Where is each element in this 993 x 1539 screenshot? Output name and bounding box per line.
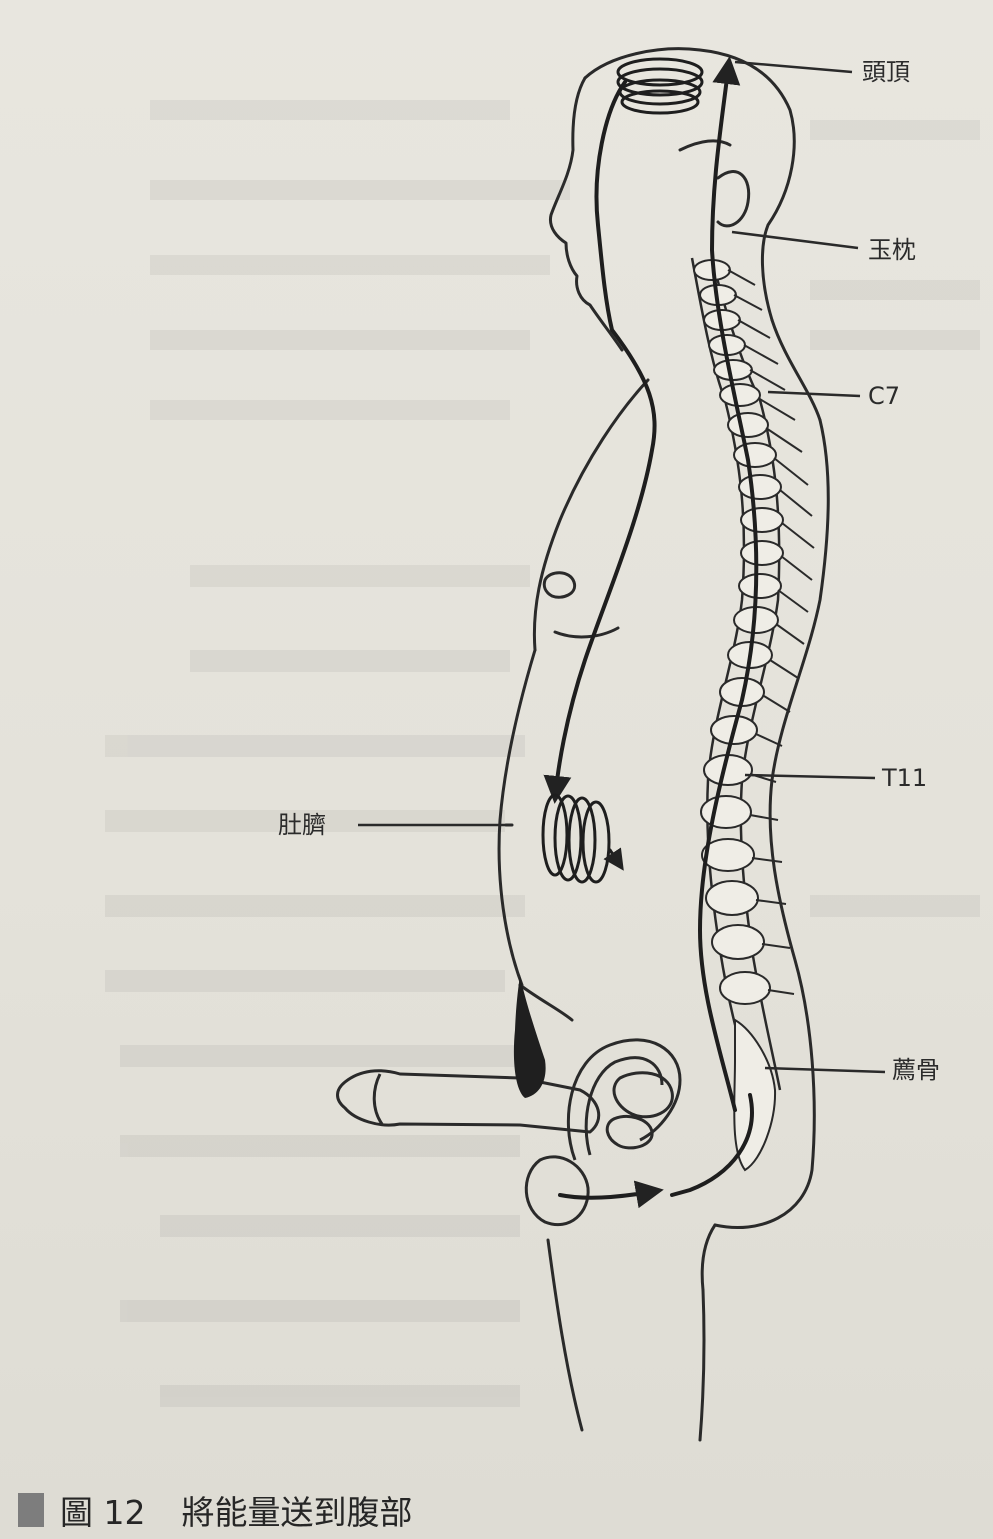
leader-t11 <box>744 773 876 780</box>
label-jade-pillow: 玉枕 <box>868 236 916 264</box>
spine <box>690 257 782 1091</box>
energy-flow-paths <box>541 56 759 1209</box>
back-leg-outline <box>698 1288 706 1442</box>
figure-caption: 圖 12 將能量送到腹部 <box>18 1488 412 1532</box>
genitals <box>336 1038 682 1227</box>
belly-outline <box>497 648 537 987</box>
nipple <box>542 571 577 599</box>
label-t11: T11 <box>882 764 928 792</box>
leader-sacrum <box>764 1066 886 1074</box>
label-crown: 頭頂 <box>862 58 910 86</box>
back-channel <box>697 56 759 1112</box>
leader-crown <box>734 60 853 74</box>
label-navel: 肚臍 <box>278 811 326 839</box>
back-outline <box>713 418 830 1230</box>
glans-line <box>372 1073 384 1125</box>
seminal-gland <box>612 1071 674 1119</box>
groin-line <box>518 983 574 1022</box>
leader-lines <box>358 60 886 1074</box>
leader-jade-pillow <box>731 230 859 250</box>
front-leg-outline <box>546 1238 584 1432</box>
testis-to-sacrum <box>558 1180 664 1209</box>
figure-title: 將能量送到腹部 <box>181 1493 413 1532</box>
front-channel <box>543 80 657 804</box>
show-through-text <box>105 100 980 1407</box>
vas-deferens <box>566 1038 682 1161</box>
testis <box>524 1155 590 1227</box>
sacral-loop <box>670 1093 754 1197</box>
shaft <box>336 1069 601 1134</box>
figure-number: 圖 12 <box>60 1493 146 1532</box>
navel-spiral <box>541 793 624 884</box>
crown-spiral <box>616 57 704 115</box>
neck-back <box>770 318 822 422</box>
vas-inner <box>584 1056 664 1156</box>
ear <box>716 170 751 228</box>
chest-fold <box>553 626 620 639</box>
chest-outline <box>532 378 650 652</box>
brow-line <box>678 139 732 152</box>
head-back-outline <box>583 47 796 322</box>
buttock-lower <box>700 1223 717 1292</box>
head-front-outline <box>548 76 624 352</box>
label-c7: C7 <box>868 382 901 410</box>
vertebrae <box>693 259 784 1172</box>
label-sacrum: 薦骨 <box>892 1056 940 1084</box>
spinous-processes <box>727 269 815 995</box>
leader-c7 <box>767 390 861 398</box>
prostate <box>605 1115 654 1150</box>
pubic-hair <box>513 975 546 1098</box>
caption-marker <box>18 1493 44 1527</box>
body-outline <box>497 47 830 1442</box>
